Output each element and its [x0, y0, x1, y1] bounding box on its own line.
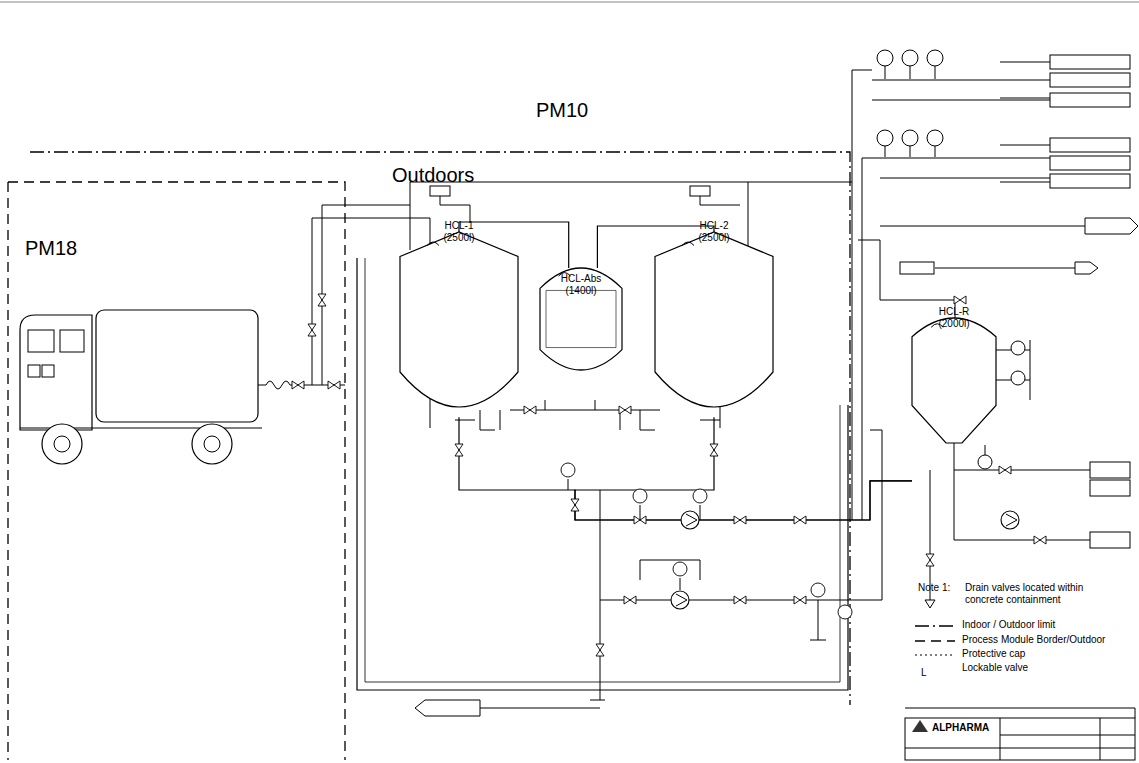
- valve-symbol: [1034, 536, 1046, 544]
- valve-symbol: [624, 596, 636, 604]
- tank-tag: HCL-R: [939, 306, 970, 318]
- valve-symbol: [524, 406, 536, 414]
- valve-symbol: [954, 296, 966, 304]
- pump-symbol: [681, 511, 699, 529]
- pump-symbol: [671, 591, 689, 609]
- tank-volume: (2500l): [698, 232, 729, 244]
- legend-line-sample: [915, 625, 955, 626]
- valve-symbol: [710, 444, 718, 456]
- tank-volume: (2500l): [443, 232, 474, 244]
- tank-volume: (1400l): [565, 285, 596, 297]
- reactor-vessel: HCL-R(2000l): [912, 318, 996, 569]
- region-label: PM18: [25, 236, 77, 260]
- legend-line-sample: [915, 655, 955, 656]
- instrument-bubble: [693, 489, 707, 503]
- outdoor-region: PM18HCL-1(2500l)HCL-Abs(1400l)HCL-2(2500…: [8, 152, 850, 760]
- legend-text: Protective cap: [962, 648, 1025, 660]
- valve-symbol: [634, 516, 646, 524]
- tank-tag: HCL-1: [445, 220, 474, 232]
- instrument-bubble: [673, 562, 687, 576]
- valve-symbol: [734, 596, 746, 604]
- region-label: PM10: [536, 98, 588, 122]
- valve-symbol: [596, 644, 604, 656]
- legend-text: Lockable valve: [962, 662, 1028, 674]
- tank-tag: HCL-2: [700, 220, 729, 232]
- pump-symbol: [1001, 511, 1019, 529]
- valve-symbol: [926, 554, 934, 566]
- region-label: Outdoors: [392, 163, 474, 187]
- vessel-outline: [400, 232, 518, 407]
- instrument-bubble: [633, 489, 647, 503]
- vessel-outline: [655, 232, 773, 407]
- process-module-region: PM18: [8, 182, 345, 760]
- valve-symbol: [292, 381, 304, 389]
- pipe-line: [575, 417, 912, 520]
- note-text: Drain valves located within concrete con…: [965, 582, 1115, 606]
- company-name: ALPHARMA: [932, 722, 989, 734]
- instrument-bubble: [838, 605, 852, 619]
- vessel-outline: [912, 318, 996, 443]
- valve-symbol: [328, 381, 340, 389]
- valve-symbol: [794, 516, 806, 524]
- valve-symbol: [318, 294, 326, 306]
- valve-symbol: [455, 444, 463, 456]
- pipe-line: [459, 417, 912, 520]
- valve-symbol: [308, 324, 316, 336]
- instrument-bubble: [561, 463, 575, 477]
- valve-symbol: [794, 596, 806, 604]
- instrument-bubble: [811, 583, 825, 597]
- tank-tag: HCL-Abs: [561, 273, 602, 285]
- tank-volume: (2000l): [938, 318, 969, 330]
- valve-symbol: [999, 466, 1011, 474]
- storage-tank: HCL-1(2500l): [400, 232, 518, 417]
- valve-symbol: [571, 499, 579, 511]
- legend-symbol: L: [921, 667, 927, 679]
- legend-line-sample: [915, 640, 955, 641]
- valve-symbol: [619, 406, 631, 414]
- legend-text: Process Module Border/Outdoor: [962, 634, 1105, 646]
- valve-symbol: [734, 516, 746, 524]
- legend-text: Indoor / Outdoor limit: [962, 619, 1055, 631]
- absorber-tank: HCL-Abs(1400l): [540, 268, 622, 370]
- storage-tank: HCL-2(2500l): [655, 232, 773, 417]
- note-label: Note 1:: [918, 582, 966, 594]
